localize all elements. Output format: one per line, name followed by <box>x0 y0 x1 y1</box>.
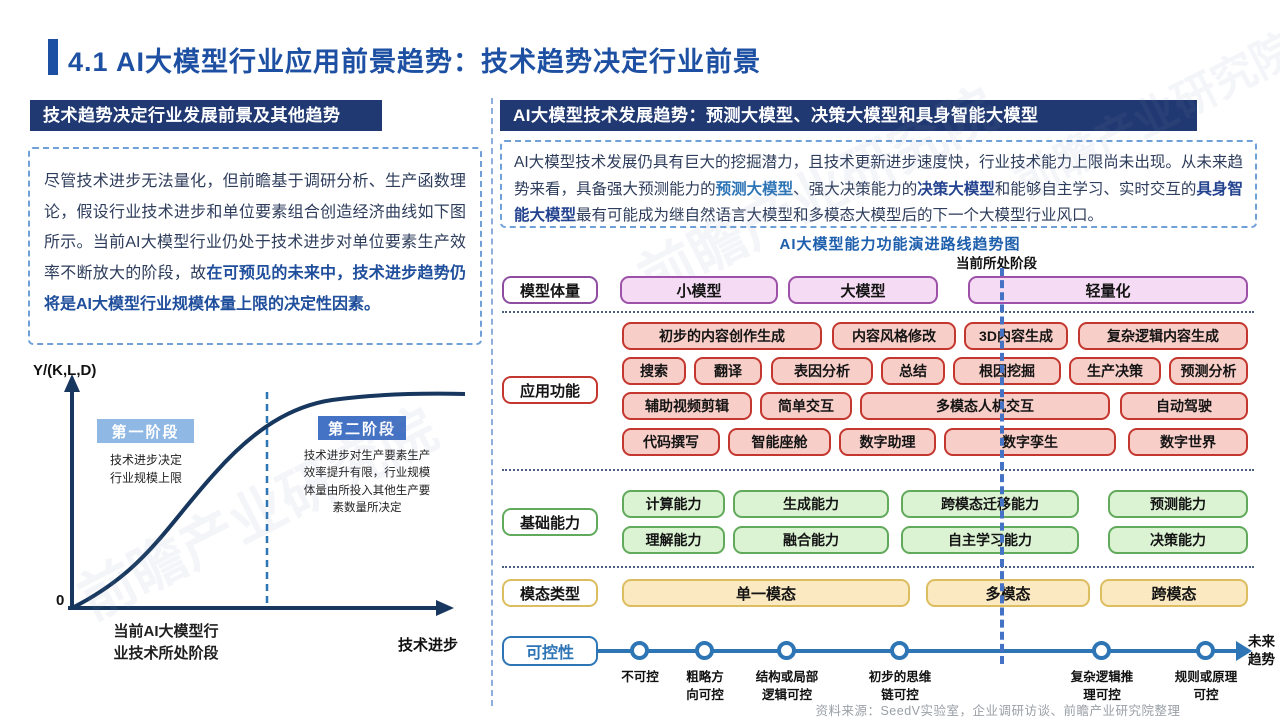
row-label-model-scale: 模型体量 <box>502 276 598 304</box>
section-separator <box>502 566 1254 568</box>
base-ability-box: 生成能力 <box>733 490 889 518</box>
title-accent-bar <box>48 39 58 75</box>
section-separator <box>502 311 1254 313</box>
right-body-text: 、强大决策能力的 <box>793 180 918 198</box>
model-scale-box: 轻量化 <box>968 276 1248 304</box>
app-function-box: 数字孪生 <box>944 428 1116 456</box>
modal-type-box: 跨模态 <box>1100 579 1248 607</box>
controllability-axis <box>598 649 1242 653</box>
stage2-badge: 第二阶段 <box>318 416 406 440</box>
app-function-box: 代码撰写 <box>622 428 720 456</box>
base-ability-box: 跨模态迁移能力 <box>901 490 1079 518</box>
stage1-badge: 第一阶段 <box>97 419 194 443</box>
y-axis-label: Y/(K,L,D) <box>33 362 97 379</box>
base-ability-box: 理解能力 <box>622 526 725 554</box>
app-function-box: 复杂逻辑内容生成 <box>1078 322 1248 350</box>
x-axis-arrow <box>436 600 454 616</box>
base-ability-box: 决策能力 <box>1108 526 1248 554</box>
model-scale-box: 大模型 <box>788 276 938 304</box>
app-function-box: 智能座舱 <box>728 428 831 456</box>
base-ability-box: 预测能力 <box>1108 490 1248 518</box>
left-panel-text-box: 尽管技术进步无法量化，但前瞻基于调研分析、生产函数理论，假设行业技术进步和单位要… <box>28 147 482 345</box>
right-body-text: AI大模型技术发展仍具有巨大的挖掘潜力，且技术更新进步速度快，行业技术能力上限尚… <box>514 154 1243 198</box>
controllability-point <box>890 641 909 660</box>
right-panel-header: AI大模型技术发展趋势：预测大模型、决策大模型和具身智能大模型 <box>500 100 1197 131</box>
keyword-prediction-model: 预测大模型 <box>715 180 794 198</box>
app-function-box: 搜索 <box>622 357 686 385</box>
right-panel-text-box: AI大模型技术发展仍具有巨大的挖掘潜力，且技术更新进步速度快，行业技术能力上限尚… <box>500 140 1257 228</box>
app-function-box: 数字世界 <box>1128 428 1248 456</box>
base-ability-box: 自主学习能力 <box>901 526 1079 554</box>
app-function-box: 总结 <box>881 357 945 385</box>
app-function-box: 3D内容生成 <box>964 322 1068 350</box>
s-curve-chart <box>64 374 466 616</box>
page-title: 4.1 AI大模型行业应用前景趋势：技术趋势决定行业前景 <box>68 47 762 77</box>
controllability-stage-label: 复杂逻辑推 理可控 <box>1070 670 1134 703</box>
modal-type-box: 多模态 <box>926 579 1090 607</box>
app-function-box: 根因挖掘 <box>953 357 1061 385</box>
y-axis-arrow <box>64 374 80 392</box>
controllability-point <box>695 641 714 660</box>
controllability-point <box>1092 641 1111 660</box>
controllability-stage-label: 不可控 <box>621 670 659 684</box>
diagram-title: AI大模型能力功能演进路线趋势图 <box>779 236 1021 253</box>
app-function-box: 翻译 <box>694 357 762 385</box>
app-function-box: 数字助理 <box>839 428 936 456</box>
base-ability-box: 计算能力 <box>622 490 725 518</box>
app-function-box: 表因分析 <box>771 357 873 385</box>
row-label-app-functions: 应用功能 <box>502 376 598 404</box>
app-function-box: 简单交互 <box>760 392 852 420</box>
stage2-description: 技术进步对生产要素生产 效率提升有限，行业规模 体量由所投入其他生产要 素数量所… <box>303 450 431 514</box>
panel-divider <box>491 98 493 706</box>
app-function-box: 生产决策 <box>1069 357 1161 385</box>
model-scale-box: 小模型 <box>620 276 778 304</box>
controllability-stage-label: 粗略方 向可控 <box>686 670 724 703</box>
app-function-box: 多模态人机交互 <box>860 392 1110 420</box>
row-label-modal-types: 模态类型 <box>502 579 598 607</box>
left-body-highlight: 在可预见的未来中，技术进步趋势仍将是AI大模型行业规模体量上限的决定性因素。 <box>44 265 466 313</box>
controllability-point <box>1196 641 1215 660</box>
x-axis-label: 技术进步 <box>398 637 459 654</box>
base-ability-box: 融合能力 <box>733 526 889 554</box>
stage1-description: 技术进步决定 行业规模上限 <box>109 453 182 485</box>
controllability-point <box>777 641 796 660</box>
current-position-label: 当前AI大模型行 业技术所处阶段 <box>113 623 219 662</box>
left-body-text: 尽管技术进步无法量化，但前瞻基于调研分析、生产函数理论，假设行业技术进步和单位要… <box>44 173 466 283</box>
controllability-axis-arrow <box>1236 641 1252 661</box>
origin-label: 0 <box>56 592 65 609</box>
right-body-text: 最有可能成为继自然语言大模型和多模态大模型后的下一个大模型行业风口。 <box>576 207 1104 225</box>
row-label-base-abilities: 基础能力 <box>502 508 598 536</box>
row-label-controllability: 可控性 <box>502 636 598 666</box>
current-stage-dashed-line <box>1000 268 1004 664</box>
left-panel-header: 技术趋势决定行业发展前景及其他趋势 <box>30 100 382 131</box>
keyword-embodied-model: 具身智能大模型 <box>514 180 1243 225</box>
keyword-decision-model: 决策大模型 <box>917 180 995 198</box>
s-curve <box>71 391 466 610</box>
right-body-text: 和能够自主学习、实时交互的 <box>994 180 1197 198</box>
app-function-box: 内容风格修改 <box>832 322 956 350</box>
controllability-stage-label: 规则或原理 可控 <box>1174 670 1238 703</box>
modal-type-box: 单一模态 <box>622 579 910 607</box>
controllability-stage-label: 结构或局部 逻辑可控 <box>755 670 819 703</box>
future-trend-label: 未来 趋势 <box>1248 634 1275 667</box>
app-function-box: 自动驾驶 <box>1120 392 1248 420</box>
app-function-box: 辅助视频剪辑 <box>622 392 752 420</box>
controllability-stage-label: 初步的思维 链可控 <box>868 670 932 703</box>
controllability-point <box>630 641 649 660</box>
section-separator <box>502 469 1254 471</box>
source-note: 资料来源：SeedV实验室，企业调研访谈、前瞻产业研究院整理 <box>815 704 1181 718</box>
current-stage-label: 当前所处阶段 <box>956 256 1037 271</box>
app-function-box: 初步的内容创作生成 <box>622 322 822 350</box>
app-function-box: 预测分析 <box>1169 357 1248 385</box>
